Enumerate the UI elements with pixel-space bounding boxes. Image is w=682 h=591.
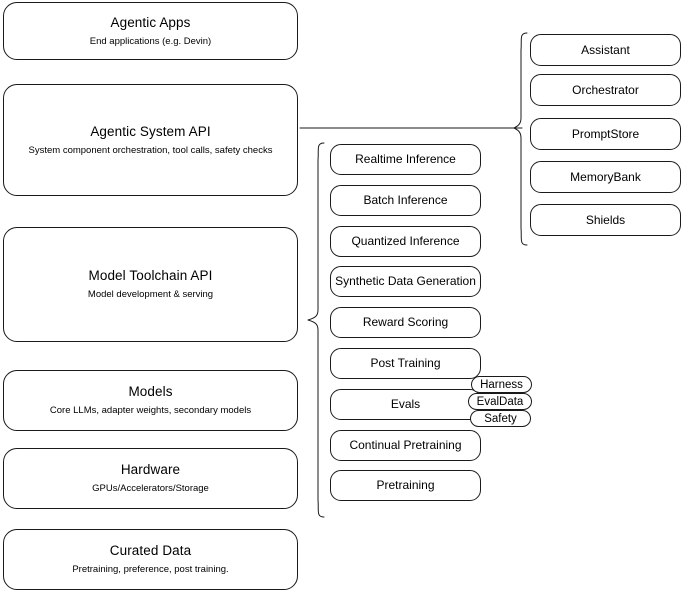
toolchain-item-evals[interactable]: Evals	[330, 389, 481, 420]
agentic-item-orchestrator[interactable]: Orchestrator	[530, 74, 681, 106]
toolchain-item-label: Post Training	[370, 356, 441, 370]
stack-layer-subtitle: Core LLMs, adapter weights, secondary mo…	[49, 405, 252, 416]
agentic-item-label: PromptStore	[571, 126, 640, 141]
evals-badge-label: EvalData	[476, 395, 524, 408]
toolchain-item-label: Reward Scoring	[362, 315, 449, 329]
toolchain-item-reward-scoring[interactable]: Reward Scoring	[330, 307, 481, 338]
evals-badge-label: Harness	[480, 378, 523, 391]
toolchain-item-label: Pretraining	[376, 478, 435, 492]
evals-badge-label: Safety	[484, 412, 517, 425]
brace-agentic-components	[513, 32, 528, 246]
stack-layer-title: Models	[128, 384, 173, 400]
stack-layer-subtitle: Pretraining, preference, post training.	[72, 564, 229, 575]
stack-layer-subtitle: Model development & serving	[87, 289, 214, 300]
stack-layer-subtitle: System component orchestration, tool cal…	[28, 144, 273, 156]
stack-layer-agentic-apps[interactable]: Agentic Apps End applications (e.g. Devi…	[3, 2, 298, 60]
stack-layer-curated-data[interactable]: Curated Data Pretraining, preference, po…	[3, 529, 298, 590]
toolchain-item-label: Quantized Inference	[351, 234, 460, 248]
agentic-item-assistant[interactable]: Assistant	[530, 34, 681, 66]
toolchain-item-label: Evals	[390, 397, 421, 411]
stack-layer-title: Model Toolchain API	[88, 268, 213, 284]
toolchain-item-label: Batch Inference	[363, 193, 448, 207]
stack-layer-title: Curated Data	[109, 543, 192, 559]
stack-layer-hardware[interactable]: Hardware GPUs/Accelerators/Storage	[3, 448, 298, 509]
agentic-item-label: Orchestrator	[572, 82, 639, 97]
stack-layer-subtitle: GPUs/Accelerators/Storage	[92, 483, 209, 494]
toolchain-item-quantized-inference[interactable]: Quantized Inference	[330, 226, 481, 257]
evals-badge-harness[interactable]: Harness	[471, 376, 532, 393]
agentic-item-memorybank[interactable]: MemoryBank	[530, 161, 681, 193]
evals-badge-evaldata[interactable]: EvalData	[468, 393, 532, 410]
agentic-item-label: Shields	[585, 212, 626, 227]
stack-layer-title: Hardware	[120, 462, 181, 478]
stack-layer-subtitle: End applications (e.g. Devin)	[89, 35, 212, 47]
agentic-item-promptstore[interactable]: PromptStore	[530, 118, 681, 150]
toolchain-item-realtime-inference[interactable]: Realtime Inference	[330, 144, 481, 175]
toolchain-item-label: Synthetic Data Generation	[335, 274, 476, 288]
toolchain-item-label: Continual Pretraining	[349, 438, 462, 452]
stack-layer-agentic-system-api[interactable]: Agentic System API System component orch…	[3, 84, 298, 196]
stack-layer-model-toolchain-api[interactable]: Model Toolchain API Model development & …	[3, 227, 298, 342]
stack-layer-title: Agentic System API	[90, 123, 211, 139]
agentic-item-label: Assistant	[581, 42, 630, 57]
brace-toolchain-components	[307, 142, 325, 518]
agentic-item-shields[interactable]: Shields	[530, 204, 681, 236]
toolchain-item-label: Realtime Inference	[355, 152, 456, 166]
toolchain-item-pretraining[interactable]: Pretraining	[330, 470, 481, 501]
agentic-item-label: MemoryBank	[570, 169, 641, 184]
toolchain-item-synthetic-data-generation[interactable]: Synthetic Data Generation	[330, 266, 481, 297]
toolchain-item-continual-pretraining[interactable]: Continual Pretraining	[330, 430, 481, 461]
stack-layer-models[interactable]: Models Core LLMs, adapter weights, secon…	[3, 370, 298, 431]
stack-layer-title: Agentic Apps	[110, 14, 191, 30]
toolchain-item-post-training[interactable]: Post Training	[330, 348, 481, 379]
toolchain-item-batch-inference[interactable]: Batch Inference	[330, 185, 481, 216]
evals-badge-safety[interactable]: Safety	[470, 410, 531, 427]
